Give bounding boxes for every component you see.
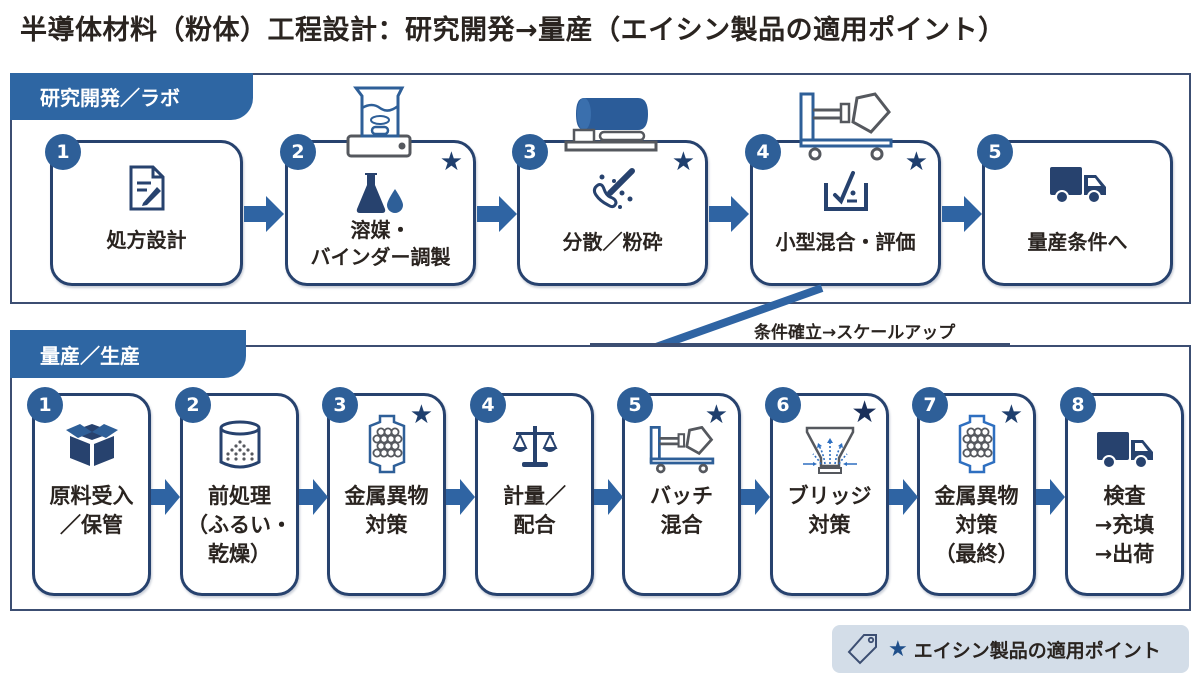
step-label: 金属異物 対策 （最終）: [934, 484, 1019, 566]
rd-step-4[interactable]: 4 ★ 小型混合・評価: [745, 134, 941, 286]
legend-text: エイシン製品の適用ポイント: [913, 639, 1161, 662]
document-pen-icon: [129, 165, 164, 211]
production-section-header: 量産／生産: [10, 330, 246, 378]
step-number-badge: 7: [912, 387, 948, 423]
scale-up-label: 条件確立→スケールアップ: [754, 323, 956, 343]
rd-step-1[interactable]: 1 処方設計: [45, 134, 243, 286]
rd-step-5[interactable]: 5 量産条件へ: [977, 134, 1173, 286]
production-step-4[interactable]: 4 計量／ 配合: [470, 387, 594, 596]
magnetic-stirrer-beaker-icon: [346, 86, 412, 158]
production-step-7[interactable]: 7 ★ 金属異物 対策 （最終）: [912, 387, 1036, 596]
step-number-badge: 5: [617, 387, 653, 423]
flow-arrow-icon: [594, 479, 623, 515]
step-number-badge: 3: [322, 387, 358, 423]
production-step-8[interactable]: 8 検査 →充填 →出荷: [1060, 387, 1184, 596]
flow-arrow-icon: [151, 479, 180, 515]
drum-powder-icon: [219, 420, 260, 469]
step-label: 分散／粉砕: [562, 230, 663, 254]
flow-arrow-icon: [244, 196, 284, 232]
production-step-1[interactable]: 1 原料受入 ／保管: [27, 387, 151, 596]
step-number-badge: 6: [765, 387, 801, 423]
eishin-star-icon: ★: [704, 400, 728, 430]
ball-mill-icon: [564, 98, 658, 152]
step-number-badge: 1: [27, 387, 63, 423]
flow-arrow-icon: [942, 196, 982, 232]
step-label: バッチ 混合: [650, 484, 713, 537]
flow-arrow-icon: [741, 479, 770, 515]
step-number-badge: 4: [470, 387, 506, 423]
eishin-star-icon: ★: [439, 147, 463, 177]
truck-icon: [1049, 167, 1106, 204]
step-number-badge: 3: [512, 134, 548, 170]
step-number-badge: 4: [745, 134, 781, 170]
box-icon: [65, 424, 118, 466]
balance-scale-icon: [511, 426, 558, 467]
mortar-pestle-particles-icon: [592, 168, 635, 209]
rd-step-3[interactable]: 3 ★ 分散／粉砕: [512, 134, 708, 286]
page-title: 半導体材料（粉体）工程設計：研究開発→量産（エイシン製品の適用ポイント）: [20, 15, 1006, 46]
step-number-badge: 5: [977, 134, 1013, 170]
eishin-star-icon: ★: [999, 400, 1023, 430]
rd-step-2[interactable]: 2 ★ 溶媒・ バインダー調製: [280, 134, 476, 286]
label-underline: [590, 343, 1010, 345]
step-number-badge: 1: [45, 134, 81, 170]
magnet-filter-icon: [368, 414, 405, 474]
eishin-star-icon: ★: [904, 147, 928, 177]
flow-arrow-icon: [446, 479, 475, 515]
step-number-badge: 2: [175, 387, 211, 423]
step-label: 小型混合・評価: [775, 230, 916, 254]
flow-arrow-icon: [709, 196, 749, 232]
hopper-airflow-icon: [802, 426, 857, 474]
step-number-badge: 8: [1060, 387, 1096, 423]
truck-icon: [1096, 432, 1153, 469]
rd-section-header: 研究開発／ラボ: [10, 73, 253, 120]
flow-arrow-icon: [299, 479, 328, 515]
production-step-2[interactable]: 2 前処理 （ふるい・ 乾燥）: [175, 387, 299, 596]
flow-arrow-icon: [477, 196, 517, 232]
cart-mixer-icon: [799, 92, 893, 161]
legend: ★ エイシン製品の適用ポイント: [832, 625, 1189, 673]
step-label: 金属異物 対策: [344, 484, 429, 537]
container-check-icon: [823, 171, 868, 211]
step-label: 前処理 （ふるい・ 乾燥）: [187, 484, 292, 566]
flow-arrow-icon: [889, 479, 918, 515]
production-step-3[interactable]: 3 ★ 金属異物 対策: [322, 387, 446, 596]
magnet-filter-icon: [958, 414, 995, 474]
cart-mixer-icon: [649, 426, 714, 474]
production-step-5[interactable]: 5 ★ バッチ 混合: [617, 387, 741, 596]
tag-icon: [847, 634, 877, 665]
step-number-badge: 2: [280, 134, 316, 170]
flow-arrow-icon: [1036, 479, 1065, 515]
step-label: 量産条件へ: [1027, 230, 1128, 254]
step-label: 計量／ 配合: [503, 484, 566, 537]
step-label: 処方設計: [106, 228, 187, 252]
eishin-star-icon: ★: [409, 400, 433, 430]
flask-droplet-icon: [356, 173, 403, 213]
production-step-6[interactable]: 6 ★ ブリッジ 対策: [765, 387, 889, 596]
step-label: 検査 →充填 →出荷: [1094, 484, 1155, 566]
step-label: 溶媒・ バインダー調製: [310, 218, 451, 269]
eishin-star-icon: ★: [851, 395, 878, 430]
step-label: 原料受入 ／保管: [49, 484, 134, 537]
eishin-star-icon: ★: [671, 147, 695, 177]
legend-star-icon: ★: [888, 636, 908, 662]
step-label: ブリッジ 対策: [787, 484, 872, 537]
